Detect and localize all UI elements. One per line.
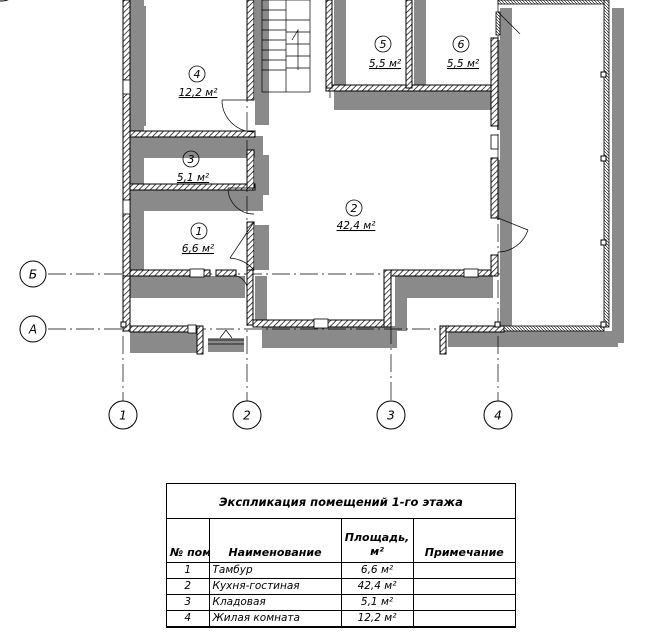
room-area: 5,5 м² (447, 58, 480, 70)
room-label-1: 1 6,6 м² (182, 222, 215, 255)
axis-marker-row-b: Б (19, 260, 47, 288)
header-note: Примечание (412, 519, 515, 563)
axis-col-label: 4 (494, 409, 502, 423)
doors (208, 11, 529, 345)
header-area: Площадь, м² (340, 519, 414, 563)
axis-row-label: Б (29, 268, 37, 282)
room-label-4: 4 12,2 м² (179, 65, 219, 99)
row-name: Тамбур (208, 562, 342, 579)
row-num: 4 (167, 610, 210, 627)
row-area: 5,1 м² (340, 594, 414, 611)
room-number: 2 (351, 202, 358, 215)
row-note (412, 610, 515, 627)
table-row: 4 Жилая комната 12,2 м² (167, 610, 515, 627)
veranda-glazing (495, 0, 610, 332)
table-row: 2 Кухня-гостиная 42,4 м² (167, 578, 515, 595)
row-name: Жилая комната (208, 610, 342, 627)
axis-col-label: 2 (243, 409, 251, 423)
axis-marker-col-1: 1 (108, 400, 138, 430)
axis-marker-col-4: 4 (483, 400, 513, 430)
staircase (261, 0, 311, 93)
explication-title: Экспликация помещений 1-го этажа (167, 484, 515, 519)
row-area: 6,6 м² (340, 562, 414, 579)
row-area: 42,4 м² (340, 578, 414, 595)
row-area: 12,2 м² (340, 610, 414, 627)
table-header-row: № пом Наименование Площадь, м² Примечани… (167, 519, 515, 563)
row-name: Кухня-гостиная (208, 578, 342, 595)
room-number: 6 (458, 38, 465, 51)
room-label-2: 2 42,4 м² (337, 199, 377, 232)
axis-marker-col-2: 2 (232, 400, 262, 430)
row-num: 2 (167, 578, 210, 595)
header-area-unit: м² (370, 545, 384, 558)
axis-marker-top: В (0, 0, 9, 2)
header-num: № пом (167, 519, 210, 563)
header-area-label: Площадь, (344, 531, 410, 544)
room-number: 1 (196, 225, 203, 238)
explication-table: Экспликация помещений 1-го этажа № пом Н… (166, 483, 516, 628)
room-number: 3 (188, 153, 195, 166)
room-number: 4 (194, 68, 201, 81)
room-area: 5,5 м² (369, 58, 402, 70)
row-name: Кладовая (208, 594, 342, 611)
row-num: 1 (167, 562, 210, 579)
axis-col-label: 3 (387, 409, 395, 423)
axis-row-label: А (28, 323, 37, 337)
room-label-6: 6 5,5 м² (447, 35, 480, 70)
veranda-posts (120, 71, 607, 328)
room-number: 5 (380, 38, 387, 51)
table-row: 1 Тамбур 6,6 м² (167, 562, 515, 579)
room-area: 42,4 м² (337, 220, 377, 232)
row-num: 3 (167, 594, 210, 611)
row-note (412, 562, 515, 579)
row-note (412, 594, 515, 611)
floor-plan: В Б А 1 2 3 4 1 6,6 м² 2 42,4 м² 3 5,1 м… (0, 0, 624, 430)
table-row: 3 Кладовая 5,1 м² (167, 594, 515, 611)
header-name: Наименование (208, 519, 342, 563)
axis-marker-col-3: 3 (376, 400, 406, 430)
windows (122, 79, 499, 334)
explication-grid: № пом Наименование Площадь, м² Примечани… (167, 519, 515, 627)
room-label-5: 5 5,5 м² (369, 35, 402, 70)
room-area: 5,1 м² (177, 172, 210, 184)
row-note (412, 578, 515, 595)
wall-shadows (130, 0, 624, 353)
axis-col-label: 1 (119, 409, 127, 423)
room-label-3: 3 5,1 м² (177, 150, 210, 184)
axis-marker-row-a: А (19, 315, 47, 343)
room-area: 6,6 м² (182, 243, 215, 255)
room-area: 12,2 м² (179, 87, 219, 99)
